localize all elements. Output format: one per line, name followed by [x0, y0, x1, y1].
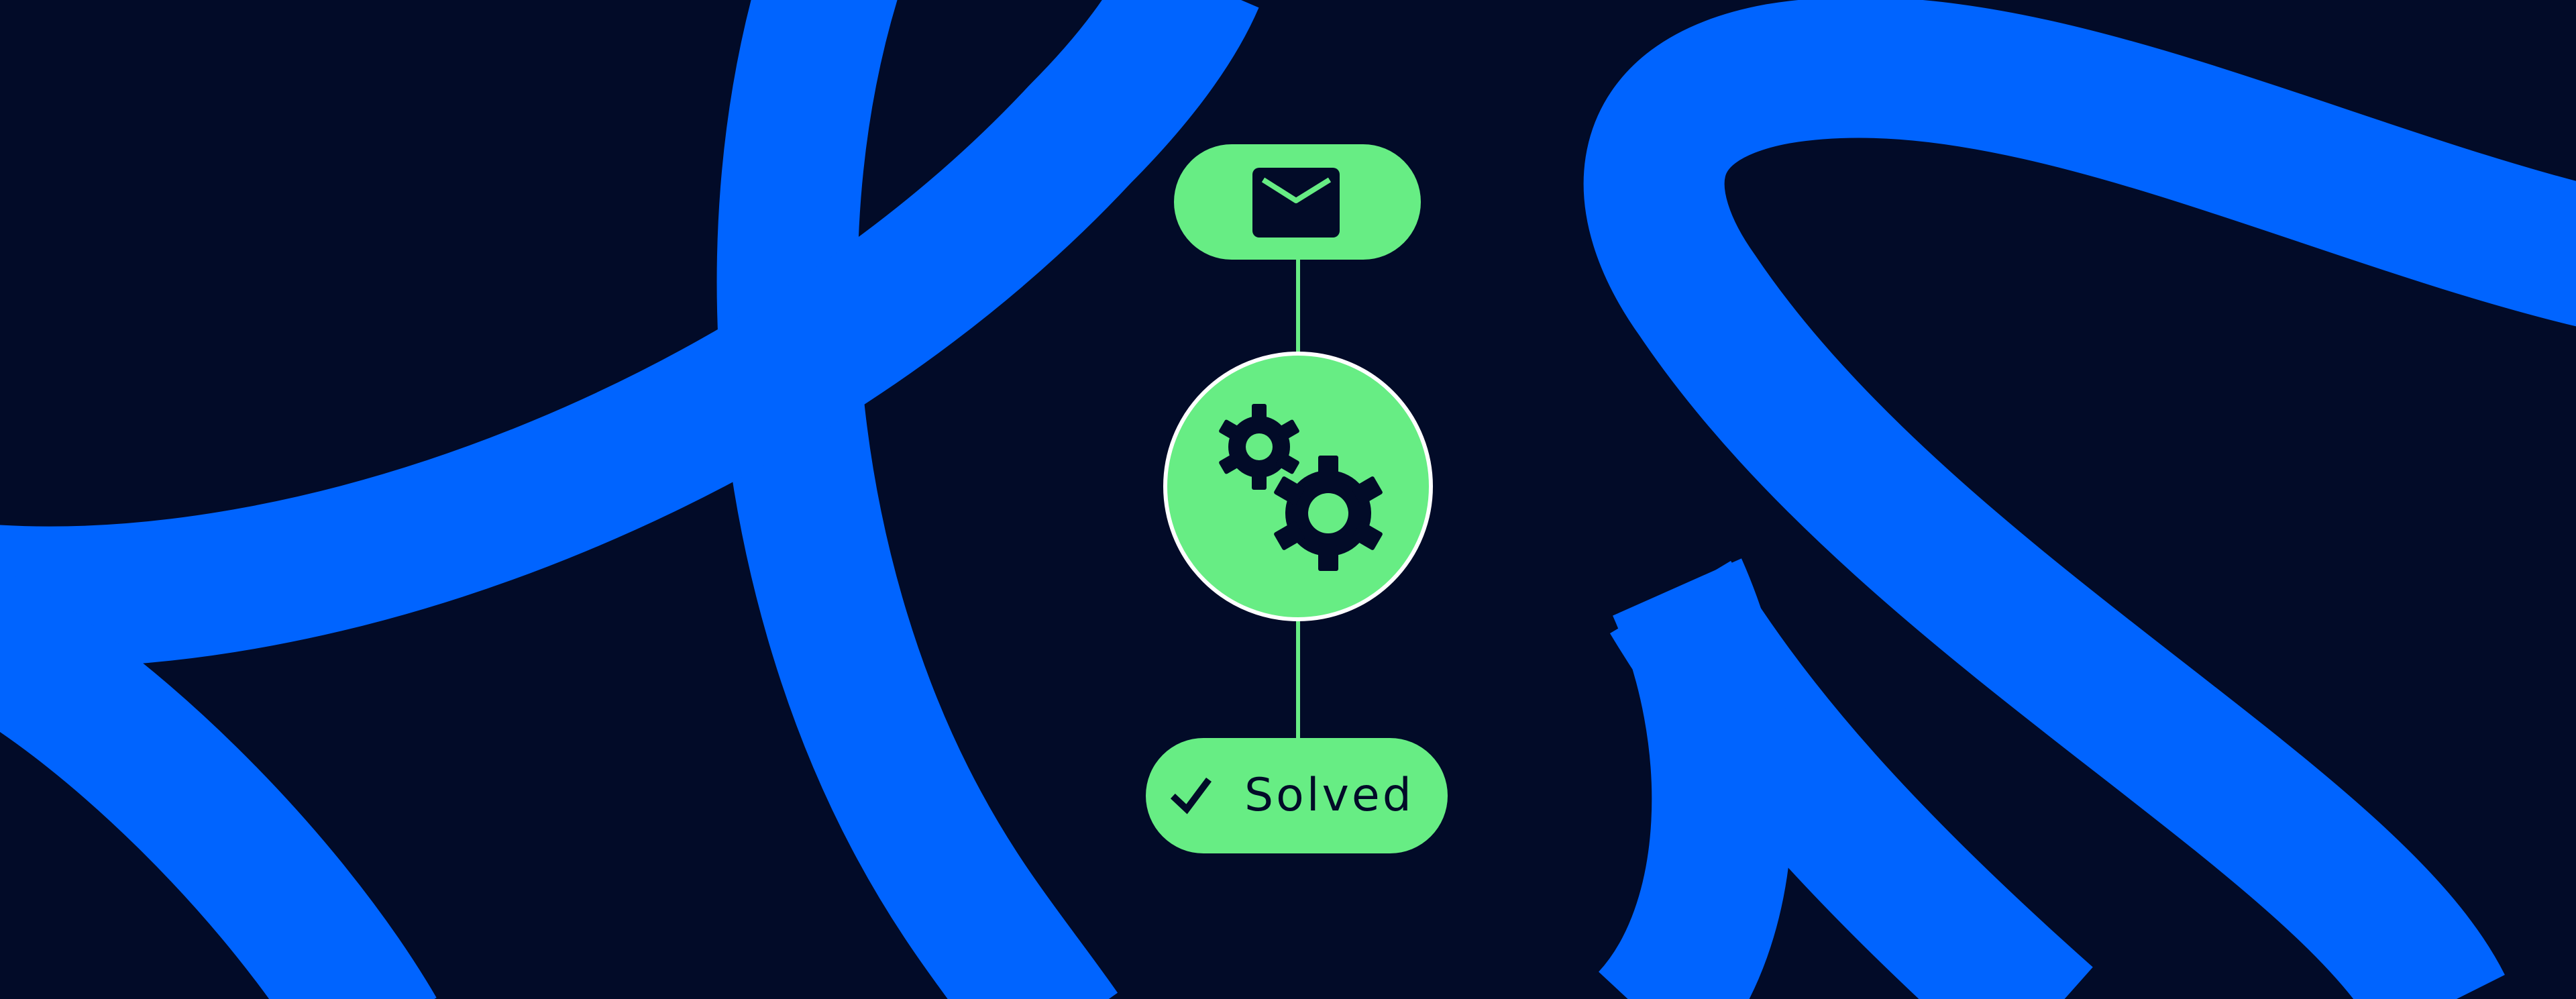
ribbon-right-loop: [1583, 0, 2576, 999]
ribbon-lower-left: [0, 571, 437, 999]
ribbon-left-arc: [0, 0, 1259, 668]
checkmark-icon: [1170, 778, 1212, 814]
solved-label: Solved: [1244, 769, 1414, 822]
gears-icon: [1219, 404, 1383, 571]
solved-node: Solved: [1146, 738, 1448, 853]
email-node: [1174, 144, 1421, 260]
ribbon-lower-center: [1597, 558, 1793, 999]
processing-node: [1163, 352, 1433, 621]
envelope-icon: [1252, 168, 1340, 238]
ribbon-left-loop: [716, 0, 1118, 999]
